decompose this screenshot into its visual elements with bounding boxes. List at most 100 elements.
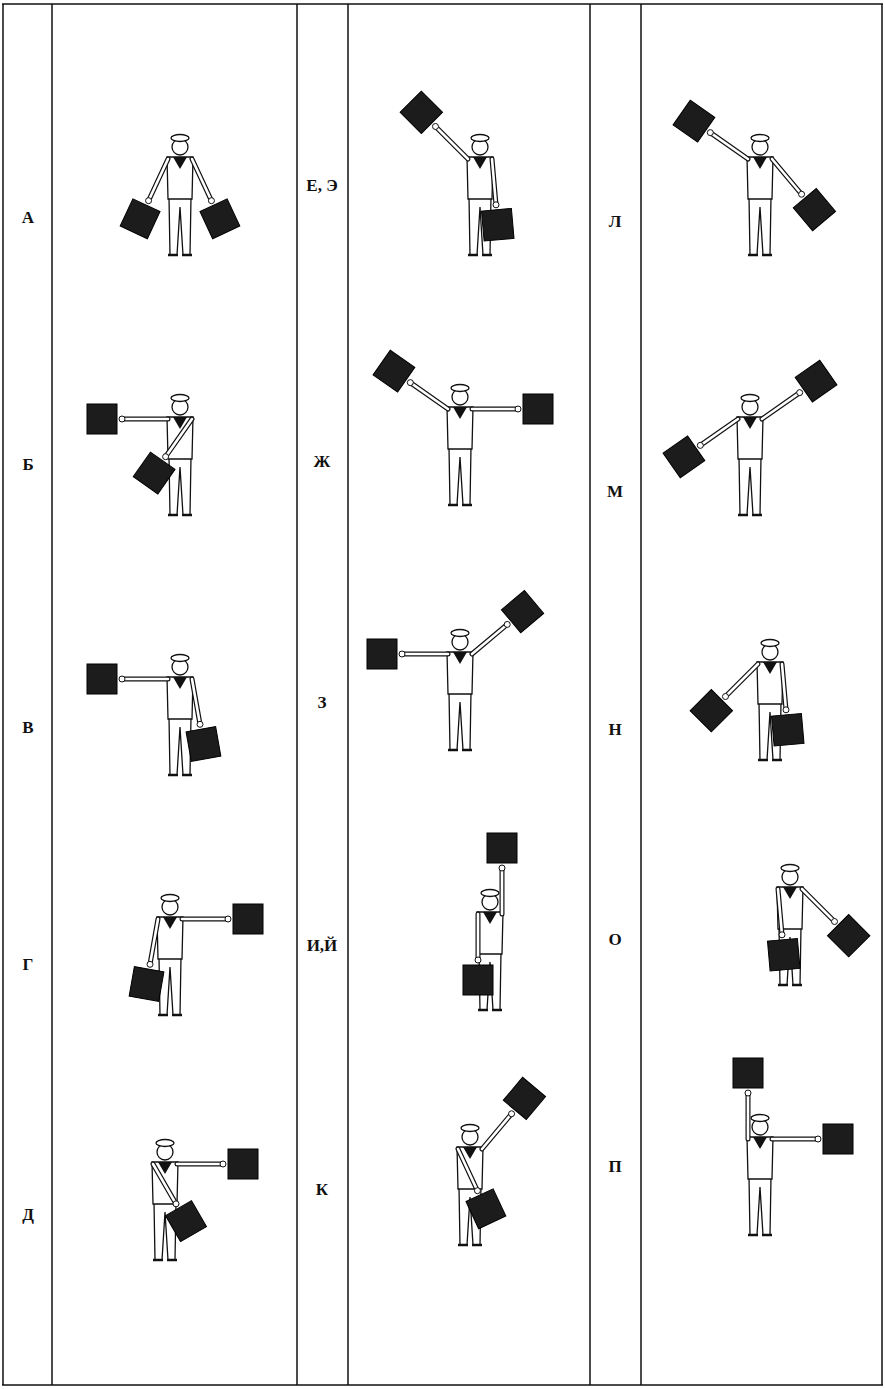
sleeve	[710, 133, 748, 159]
arm	[150, 919, 158, 964]
cap	[781, 865, 799, 872]
arm	[802, 889, 835, 922]
hand	[407, 380, 413, 386]
arm	[710, 133, 748, 159]
sleeve	[153, 1164, 176, 1204]
hand	[722, 694, 728, 700]
sleeve	[725, 664, 758, 697]
flag	[373, 350, 415, 392]
shoes	[468, 254, 492, 257]
arm	[782, 664, 786, 710]
sailor-figure	[733, 1058, 853, 1235]
arm	[472, 624, 507, 654]
sleeve	[410, 383, 448, 409]
jumper	[152, 1162, 178, 1204]
flag	[129, 967, 164, 1002]
hand	[797, 390, 803, 396]
flag	[823, 1124, 853, 1154]
letter-label: Г	[21, 954, 36, 976]
shoes	[758, 759, 782, 762]
flag	[772, 713, 805, 746]
cap	[451, 385, 469, 392]
jumper	[747, 1137, 773, 1179]
flag	[166, 1201, 207, 1242]
flag	[228, 1149, 258, 1179]
sleeve	[762, 393, 800, 419]
sleeve	[772, 159, 802, 194]
cap	[171, 655, 189, 662]
shoes	[448, 749, 472, 752]
trousers	[749, 197, 771, 255]
hand	[399, 651, 405, 657]
sailor-figure	[87, 655, 221, 776]
jumper	[757, 662, 783, 704]
sleeve	[122, 418, 168, 421]
arm	[482, 1114, 512, 1149]
flag	[466, 1189, 506, 1229]
jumper	[447, 407, 473, 449]
column-line	[51, 4, 53, 1385]
sleeve	[802, 889, 835, 922]
sailor-figure	[663, 360, 837, 515]
collar	[743, 417, 757, 429]
flag	[463, 965, 493, 995]
sleeve	[192, 679, 200, 724]
letter-label: И,Й	[305, 935, 340, 957]
sailor-figure	[400, 91, 514, 255]
cap	[156, 1140, 174, 1147]
collar	[753, 1137, 767, 1149]
hand	[119, 676, 125, 682]
flag	[487, 833, 517, 863]
sleeve	[182, 918, 228, 921]
sailor-figure	[463, 833, 517, 1010]
flag	[827, 914, 869, 956]
arm	[772, 1137, 818, 1142]
flag	[523, 394, 553, 424]
sleeve	[149, 159, 168, 201]
arm	[149, 159, 168, 201]
flag	[501, 590, 543, 632]
hand	[147, 961, 153, 967]
sailor-figure	[457, 1077, 546, 1245]
arm	[725, 664, 758, 697]
arm	[700, 419, 738, 445]
letter-label: М	[605, 481, 625, 503]
table-border	[2, 1384, 883, 1386]
flag	[482, 208, 515, 241]
hand	[783, 707, 789, 713]
trousers	[449, 692, 471, 750]
shoes	[168, 774, 192, 777]
hand	[208, 198, 214, 204]
letter-label: В	[20, 717, 35, 739]
arm	[492, 159, 496, 205]
sleeve	[472, 408, 518, 411]
sleeve	[435, 126, 468, 159]
sleeve	[192, 159, 211, 201]
arm	[762, 393, 800, 419]
collar	[453, 652, 467, 664]
hand	[832, 919, 838, 925]
sailor-figure	[367, 590, 544, 750]
trousers	[169, 197, 191, 255]
sleeve	[782, 664, 786, 710]
table-border	[2, 3, 883, 5]
cap	[451, 630, 469, 637]
letter-label: Л	[607, 211, 624, 233]
column-line	[296, 4, 298, 1385]
jumper	[447, 652, 473, 694]
cap	[741, 395, 759, 402]
trousers	[739, 457, 761, 515]
sleeve	[402, 653, 448, 656]
letter-label: Е, Э	[304, 175, 339, 197]
flag	[200, 199, 240, 239]
collar	[483, 912, 497, 924]
hand	[779, 932, 785, 938]
sailor-figure	[373, 350, 553, 505]
cap	[161, 895, 179, 902]
flag	[120, 199, 160, 239]
arm	[778, 889, 782, 935]
hand	[146, 198, 152, 204]
sleeve	[482, 1114, 512, 1149]
cap	[171, 395, 189, 402]
